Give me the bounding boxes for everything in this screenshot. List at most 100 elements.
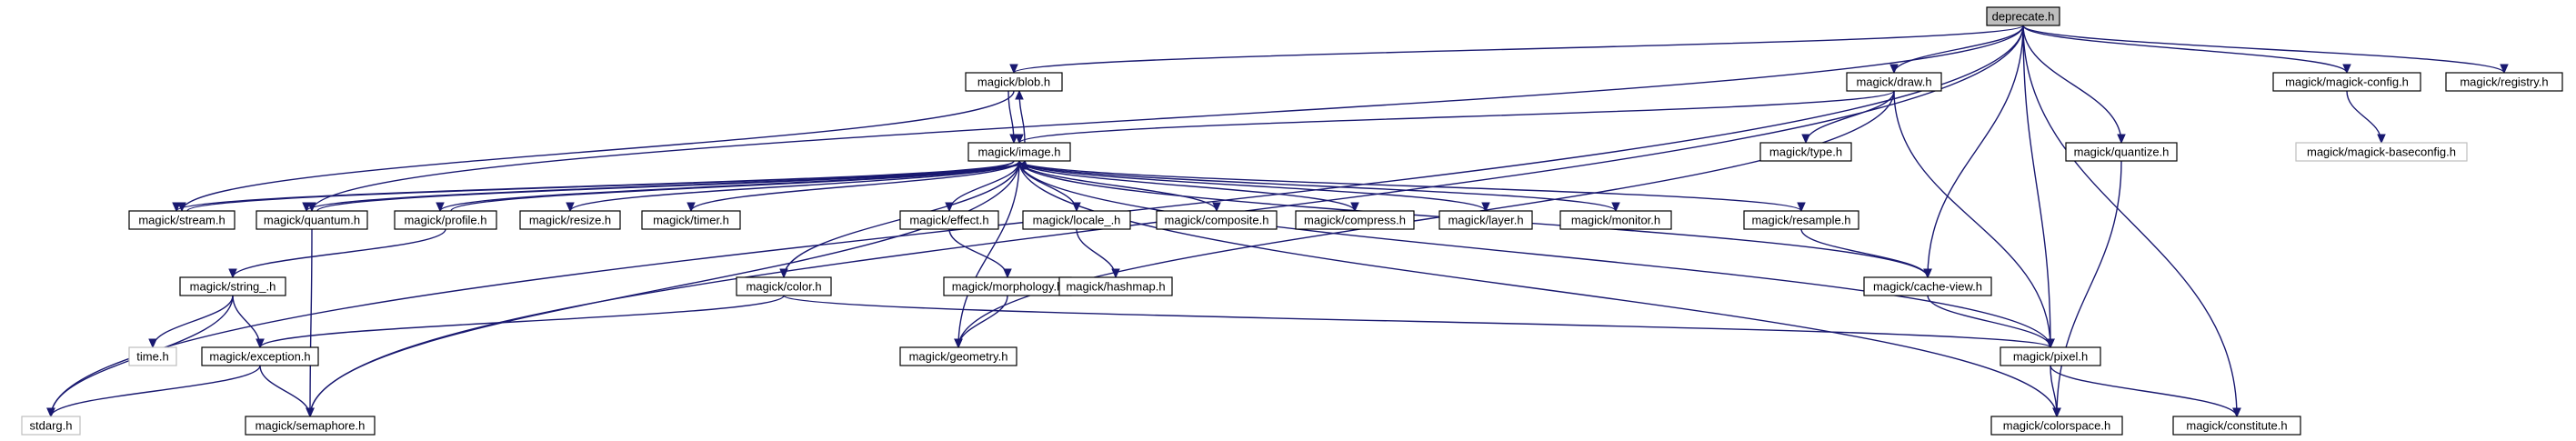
node-box [2445, 72, 2563, 92]
node-stdarg-h: stdarg.h [21, 416, 81, 436]
edge-color-to-exception [259, 295, 785, 348]
edge-deprecate-to-cacheview [1927, 25, 2024, 278]
node-label: magick/locale_.h [1033, 214, 1121, 227]
node-box [256, 210, 368, 230]
node-label: magick/resize.h [529, 214, 611, 227]
node-label: magick/stream.h [138, 214, 225, 227]
node-label: magick/magick-baseconfig.h [2307, 145, 2456, 159]
node-magick-morphology-h[interactable]: magick/morphology.h [943, 276, 1072, 296]
node-label: magick/pixel.h [2013, 350, 2088, 364]
arrowhead-image-to-resample [1797, 202, 1806, 213]
node-magick-cache-view-h[interactable]: magick/cache-view.h [1863, 276, 1992, 296]
arrowhead-exception-to-stdarg [46, 407, 55, 418]
node-magick-quantize-h[interactable]: magick/quantize.h [2065, 142, 2178, 162]
node-box [736, 276, 832, 296]
node-label: magick/registry.h [2460, 75, 2548, 89]
node-magick-blob-h[interactable]: magick/blob.h [965, 72, 1063, 92]
node-magick-stream-h[interactable]: magick/stream.h [128, 210, 236, 230]
edge-pixel-to-constitute [2050, 365, 2238, 417]
node-label: magick/quantize.h [2074, 145, 2170, 159]
node-magick-colorspace-h[interactable]: magick/colorspace.h [1990, 416, 2123, 436]
edge-image-to-pixel [1018, 160, 2051, 348]
edge-magickconfig-to-baseconfig [2346, 90, 2382, 144]
node-box [245, 416, 376, 436]
node-box [2065, 142, 2178, 162]
node-magick-composite-h[interactable]: magick/composite.h [1156, 210, 1278, 230]
node-label: magick/exception.h [209, 350, 310, 364]
node-label: magick/color.h [746, 280, 821, 294]
node-magick-magick-config-h[interactable]: magick/magick-config.h [2272, 72, 2421, 92]
node-box [967, 142, 1071, 162]
edge-draw-to-image [1018, 90, 1895, 144]
node-magick-semaphore-h[interactable]: magick/semaphore.h [245, 416, 376, 436]
node-magick-compress-h[interactable]: magick/compress.h [1295, 210, 1415, 230]
arrowhead-draw-to-image [1015, 134, 1024, 145]
node-deprecate-h[interactable]: deprecate.h [1986, 6, 2060, 26]
node-magick-resample-h[interactable]: magick/resample.h [1743, 210, 1859, 230]
node-box [2272, 72, 2421, 92]
node-box [1156, 210, 1278, 230]
edge-color-to-pixel [783, 295, 2051, 348]
node-box [1863, 276, 1992, 296]
edge-profile-to-image [450, 160, 1026, 212]
node-box [1559, 210, 1672, 230]
edge-image-to-layer [1018, 160, 1487, 212]
edge-draw-to-pixel [1893, 90, 2051, 348]
node-label: magick/type.h [1769, 145, 1842, 159]
node-time-h: time.h [128, 346, 177, 366]
node-magick-draw-h[interactable]: magick/draw.h [1846, 72, 1942, 92]
node-label: magick/draw.h [1856, 75, 1931, 89]
node-magick-profile-h[interactable]: magick/profile.h [394, 210, 497, 230]
node-magick-hashmap-h[interactable]: magick/hashmap.h [1058, 276, 1173, 296]
node-magick-effect-h[interactable]: magick/effect.h [899, 210, 999, 230]
edge-deprecate-to-constitute [2022, 25, 2238, 417]
node-magick-image-h[interactable]: magick/image.h [967, 142, 1071, 162]
arrowhead-string-to-time [148, 338, 157, 349]
node-magick-layer-h[interactable]: magick/layer.h [1438, 210, 1533, 230]
node-magick-locale-h[interactable]: magick/locale_.h [1022, 210, 1131, 230]
node-magick-string-h[interactable]: magick/string_.h [179, 276, 286, 296]
node-magick-exception-h[interactable]: magick/exception.h [201, 346, 319, 366]
edge-exception-to-semaphore [259, 365, 311, 417]
arrowhead-color-to-pixel [2046, 338, 2055, 349]
node-label: magick/constitute.h [2186, 419, 2287, 433]
node-magick-constitute-h[interactable]: magick/constitute.h [2172, 416, 2301, 436]
node-label: magick/magick-config.h [2285, 75, 2409, 89]
edge-image-to-colorspace [1018, 160, 2058, 417]
node-magick-timer-h[interactable]: magick/timer.h [641, 210, 741, 230]
arrowhead-profile-to-image [1020, 159, 1029, 170]
node-magick-pixel-h[interactable]: magick/pixel.h [2000, 346, 2101, 366]
node-label: magick/resample.h [1751, 214, 1850, 227]
node-box [128, 346, 177, 366]
node-magick-resize-h[interactable]: magick/resize.h [519, 210, 621, 230]
arrowhead-deprecate-to-draw [1889, 64, 1899, 75]
nodes-layer: deprecate.h magick/blob.h magick/draw.h mag… [21, 6, 2563, 436]
edge-image-to-resample [1018, 160, 1802, 212]
node-magick-monitor-h[interactable]: magick/monitor.h [1559, 210, 1672, 230]
node-label: magick/image.h [977, 145, 1060, 159]
node-magick-quantum-h[interactable]: magick/quantum.h [256, 210, 368, 230]
edge-deprecate-to-quantize [2022, 25, 2122, 144]
edge-deprecate-to-quantum [311, 25, 2024, 212]
node-magick-geometry-h[interactable]: magick/geometry.h [899, 346, 1017, 366]
node-magick-registry-h[interactable]: magick/registry.h [2445, 72, 2563, 92]
arrowhead-exception-to-semaphore [306, 407, 315, 418]
node-magick-type-h[interactable]: magick/type.h [1759, 142, 1852, 162]
arrowhead-morphology-to-geometry [954, 338, 963, 349]
node-label: magick/timer.h [653, 214, 729, 227]
node-label: magick/string_.h [190, 280, 276, 294]
node-label: magick/semaphore.h [256, 419, 366, 433]
arrowhead-deprecate-to-magickconfig [2342, 64, 2351, 75]
arrowhead-image-to-timer [687, 202, 696, 213]
node-box [965, 72, 1063, 92]
node-box [201, 346, 319, 366]
edge-string-to-exception [232, 295, 261, 348]
arrowhead-image-to-composite [1212, 202, 1221, 213]
node-label: magick/layer.h [1448, 214, 1523, 227]
arrowhead-image-to-color [779, 268, 788, 279]
arrowhead-blob-to-stream [177, 202, 186, 213]
arrowhead-deprecate-to-blob [1009, 64, 1018, 75]
node-magick-color-h[interactable]: magick/color.h [736, 276, 832, 296]
edge-quantize-to-colorspace [2056, 160, 2122, 417]
arrowhead-image-to-resize [566, 202, 575, 213]
